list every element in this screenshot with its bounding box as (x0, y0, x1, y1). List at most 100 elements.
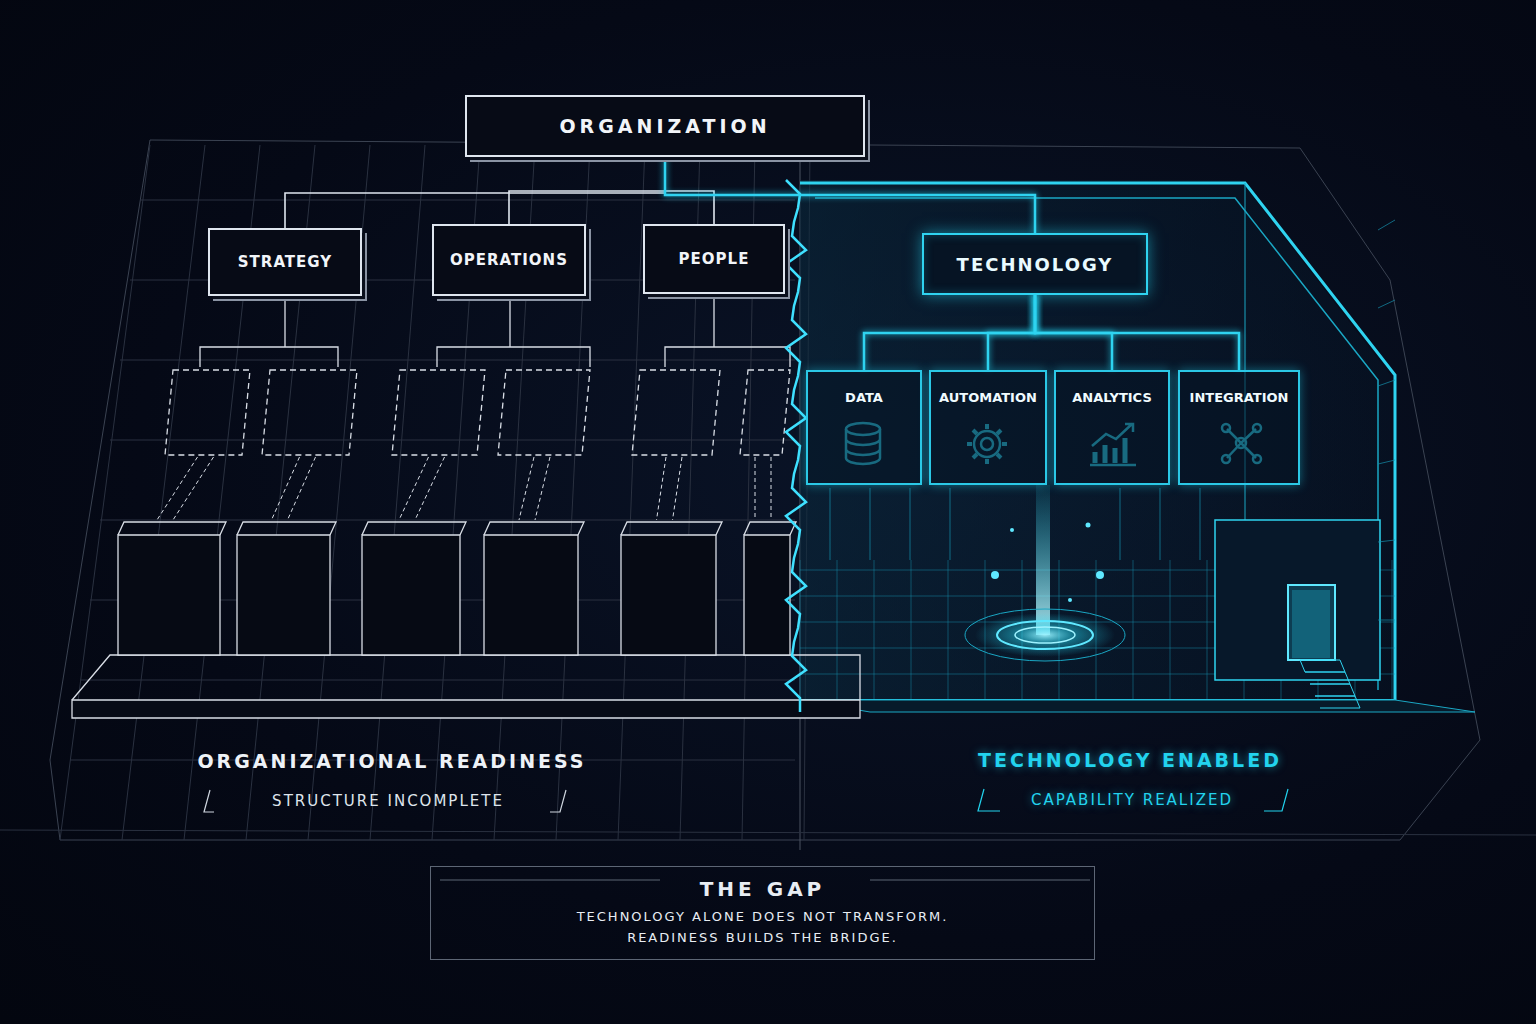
dashed-link (519, 457, 550, 520)
block-front (621, 535, 716, 655)
portal-ring (965, 609, 1125, 661)
block-top (484, 522, 584, 535)
grid-line (110, 440, 795, 441)
bracket-line (665, 298, 790, 367)
capability-box: INTEGRATION (1178, 370, 1300, 485)
label-brackets (204, 790, 566, 812)
post-line (870, 488, 871, 560)
dashed-link (755, 457, 771, 520)
sub-brackets (200, 298, 790, 367)
dashed-box (740, 370, 790, 455)
block-front (744, 535, 790, 655)
floor-line (1207, 560, 1208, 700)
wall-line (1378, 300, 1395, 308)
step (1310, 684, 1355, 696)
node-title: PEOPLE (679, 250, 750, 268)
bracket-line (437, 298, 590, 367)
steps (1300, 660, 1360, 708)
step (1315, 696, 1360, 708)
dashed-link (272, 457, 316, 520)
light-beam (1036, 485, 1050, 635)
tech-room (800, 180, 1475, 712)
floor-outline (50, 140, 1480, 840)
door-light (1292, 590, 1330, 658)
floor-line (1133, 560, 1134, 700)
tree-connector (665, 157, 714, 224)
capability-box: ANALYTICS (1054, 370, 1170, 485)
section-label: TECHNOLOGY ENABLED (978, 749, 1282, 771)
node-title: DATA (845, 390, 883, 405)
empty-boxes (165, 370, 790, 455)
room-base (800, 700, 1475, 712)
floor-line (948, 560, 949, 700)
node-title: ORGANIZATION (559, 115, 770, 137)
floor-line (911, 560, 912, 700)
tree-connector (864, 295, 1035, 370)
perspective-frame (0, 140, 1536, 850)
node-title: OPERATIONS (450, 251, 568, 269)
particles (991, 523, 1104, 603)
node-title: TECHNOLOGY (957, 254, 1114, 275)
platform (72, 700, 860, 718)
block-top (237, 522, 336, 535)
grid-line (122, 145, 205, 840)
post-line (910, 488, 911, 560)
status-label: CAPABILITY REALIZED (1031, 791, 1233, 809)
block-top (621, 522, 722, 535)
capability-box: AUTOMATION (929, 370, 1047, 485)
bracket (550, 790, 566, 812)
step (1305, 672, 1350, 684)
org-box: ORGANIZATION (465, 95, 865, 157)
dashed-box (262, 370, 357, 455)
bracket-line (200, 298, 338, 367)
left-grid (60, 145, 810, 840)
post-line (830, 488, 831, 560)
grid-line (120, 360, 795, 361)
particle (1068, 598, 1072, 602)
tree-connector (509, 157, 665, 224)
tree-connector (665, 157, 1035, 233)
node-title: THE GAP (700, 877, 826, 901)
grid-line (618, 145, 645, 840)
grid-line (370, 145, 425, 840)
dashed-box (392, 370, 485, 455)
door (1288, 585, 1335, 660)
block-top (744, 522, 796, 535)
post-line (1120, 488, 1121, 560)
dashed-box (165, 370, 250, 455)
capability-box: DATA (806, 370, 922, 485)
floor-line (1170, 560, 1171, 700)
platform-top (72, 655, 860, 700)
dashed-link (657, 457, 683, 520)
portal-ring (997, 621, 1093, 649)
grid-line (80, 680, 795, 681)
block-front (118, 535, 220, 655)
org-box: TECHNOLOGY (922, 233, 1148, 295)
dashed-box (632, 370, 720, 455)
post-line (950, 488, 951, 560)
node-title: AUTOMATION (939, 390, 1037, 405)
bracket (978, 789, 1000, 811)
empty-blocks (118, 457, 796, 655)
post-line (1200, 488, 1201, 560)
particle (991, 571, 999, 579)
portal-glow (975, 613, 1115, 657)
room-wall-edge (800, 183, 1395, 700)
particle (1096, 571, 1104, 579)
block-front (237, 535, 330, 655)
floor-line (874, 560, 875, 700)
wall-line (1378, 220, 1395, 230)
grid-line (100, 520, 795, 521)
door-block (1215, 520, 1380, 680)
node-title: INTEGRATION (1190, 390, 1289, 405)
tree-connector (1035, 295, 1239, 370)
status-label: STRUCTURE INCOMPLETE (272, 792, 504, 810)
block-top (362, 522, 466, 535)
grid-line (140, 200, 795, 201)
post-line (1160, 488, 1161, 560)
jagged-divider (786, 180, 806, 712)
node-title: STRATEGY (238, 253, 332, 271)
node-title: ANALYTICS (1072, 390, 1152, 405)
incomplete-structure (72, 298, 860, 718)
